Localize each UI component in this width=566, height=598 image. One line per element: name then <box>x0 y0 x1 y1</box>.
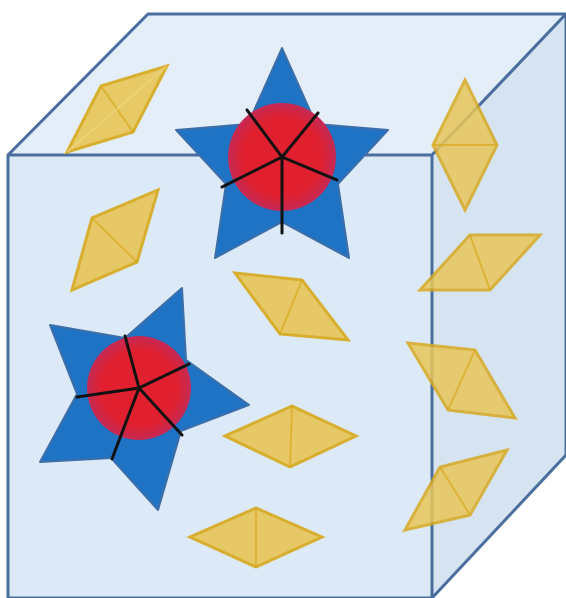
diagram-canvas <box>0 0 566 598</box>
